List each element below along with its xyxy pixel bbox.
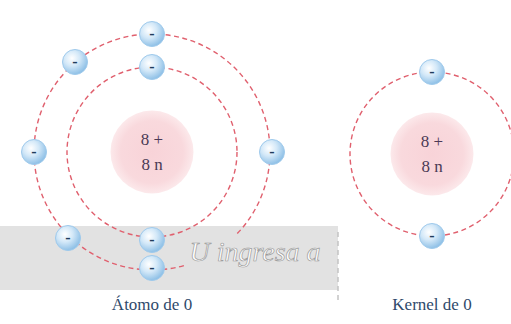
electron-circle: - bbox=[55, 225, 81, 251]
electron-circle: - bbox=[259, 139, 285, 165]
electron-charge: - bbox=[149, 260, 154, 276]
nucleus-count: 8 n bbox=[421, 154, 442, 180]
electron-circle: - bbox=[62, 49, 88, 75]
electron-circle: - bbox=[21, 139, 47, 165]
electron-charge: - bbox=[149, 232, 154, 248]
watermark-edge bbox=[337, 232, 339, 300]
kernel-caption: Kernel de 0 bbox=[392, 295, 471, 315]
nucleus-count: 8 + bbox=[141, 127, 163, 153]
nucleus-count: 8 n bbox=[141, 152, 162, 178]
electron-circle: - bbox=[139, 227, 165, 253]
watermark-text: U ingresa a bbox=[185, 235, 324, 269]
electron-charge: - bbox=[149, 26, 154, 42]
electron-circle: - bbox=[139, 21, 165, 47]
electron-charge: - bbox=[31, 144, 36, 160]
electron-charge: - bbox=[429, 228, 434, 244]
electron-charge: - bbox=[429, 64, 434, 80]
watermark-band bbox=[0, 226, 338, 290]
electron-circle: - bbox=[139, 255, 165, 281]
nucleus-count: 8 + bbox=[421, 129, 443, 155]
inner-orbit bbox=[67, 67, 237, 237]
nucleus-circle: 8 +8 n bbox=[390, 112, 474, 196]
electron-circle: - bbox=[419, 59, 445, 85]
nucleus-circle: 8 +8 n bbox=[110, 110, 194, 194]
electron-circle: - bbox=[419, 223, 445, 249]
electron-circle: - bbox=[139, 54, 165, 80]
nucleus-shape bbox=[390, 112, 474, 196]
electron-charge: - bbox=[65, 230, 70, 246]
kernel-orbit bbox=[350, 72, 511, 236]
nucleus-shape bbox=[110, 110, 194, 194]
electron-charge: - bbox=[149, 59, 154, 75]
electron-charge: - bbox=[269, 144, 274, 160]
electron-charge: - bbox=[72, 54, 77, 70]
atom-caption: Átomo de 0 bbox=[112, 295, 192, 315]
